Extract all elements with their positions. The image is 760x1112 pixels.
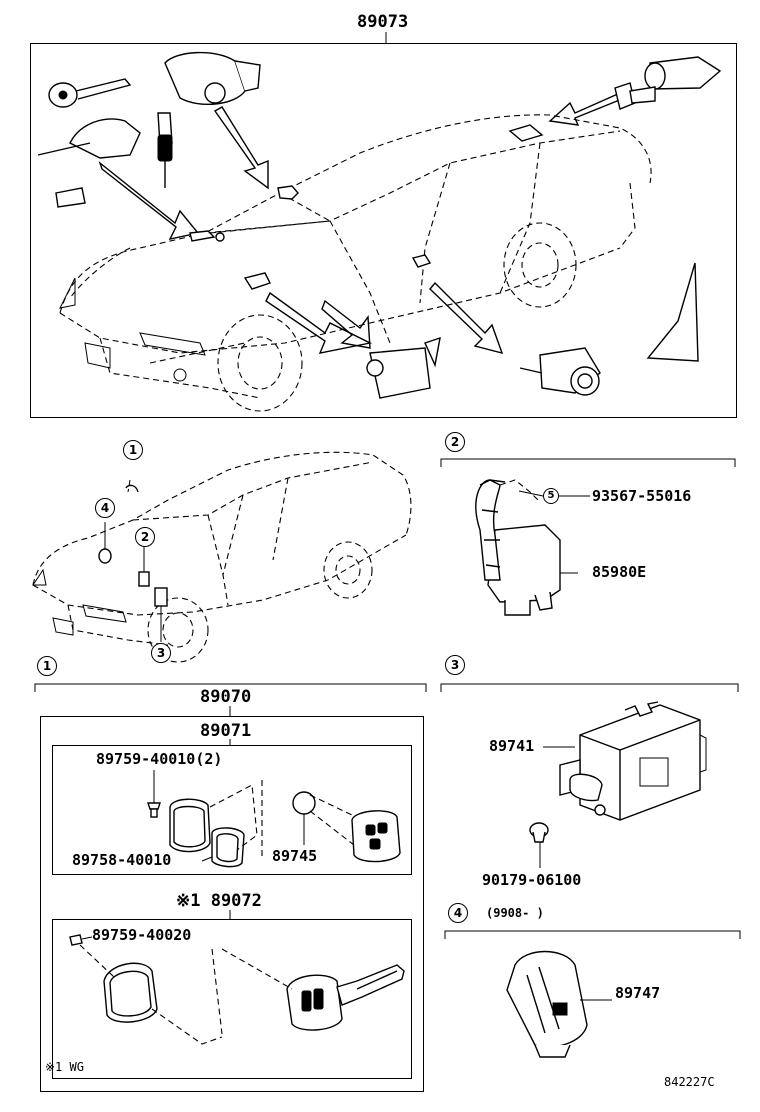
car-illustration-top: [37, 51, 722, 412]
main-assembly-leader: [385, 32, 387, 44]
part-93567-55016: 93567-55016: [592, 487, 692, 505]
part-89071-frame: [52, 745, 412, 875]
part-89758-40010: 89758-40010: [72, 851, 172, 869]
part-89072: ※1 89072: [176, 891, 262, 911]
callout-4-locator: 4: [95, 498, 115, 518]
part-89741-drawing: [559, 701, 707, 821]
section-1-bracket: [34, 683, 427, 692]
section-4-bracket: [444, 930, 741, 939]
part-89759-40020: 89759-40020: [92, 926, 192, 944]
main-assembly-number: 89073: [357, 12, 409, 32]
part-90179-06100: 90179-06100: [482, 871, 582, 889]
part-90179-drawing: [529, 822, 549, 843]
part-89741: 89741: [489, 737, 535, 755]
callout-1-locator: 1: [123, 440, 143, 460]
part-89747-drawing: [506, 950, 588, 1058]
section-4-marker: 4: [448, 903, 468, 923]
part-89071: 89071: [200, 721, 252, 741]
part-89745: 89745: [272, 847, 318, 865]
section-2-bracket: [440, 458, 736, 467]
car-illustration-locator: [32, 451, 412, 663]
part-89072-drawing: [69, 934, 405, 1045]
section-3-bracket: [440, 683, 739, 692]
part-85980e-drawing: [475, 479, 578, 616]
section-4-date-range: (9908- ): [486, 906, 544, 920]
top-panel-frame: [30, 43, 737, 418]
figure-code: 842227C: [664, 1075, 715, 1089]
section-2-marker: 2: [445, 432, 465, 452]
footnote: ※1 WG: [45, 1060, 84, 1074]
part-85980e: 85980E: [592, 563, 647, 581]
callout-5: 5: [543, 488, 559, 504]
part-89070-frame: [40, 716, 424, 1092]
callout-2-locator: 2: [135, 527, 155, 547]
part-89072-frame: [52, 919, 412, 1079]
part-89759-40010: 89759-40010(2): [96, 750, 223, 768]
part-89070: 89070: [200, 687, 252, 707]
part-89071-drawing: [147, 770, 401, 868]
callout-3-locator: 3: [151, 643, 171, 663]
part-89747: 89747: [615, 984, 661, 1002]
section-3-marker: 3: [445, 655, 465, 675]
section-1-marker: 1: [37, 656, 57, 676]
